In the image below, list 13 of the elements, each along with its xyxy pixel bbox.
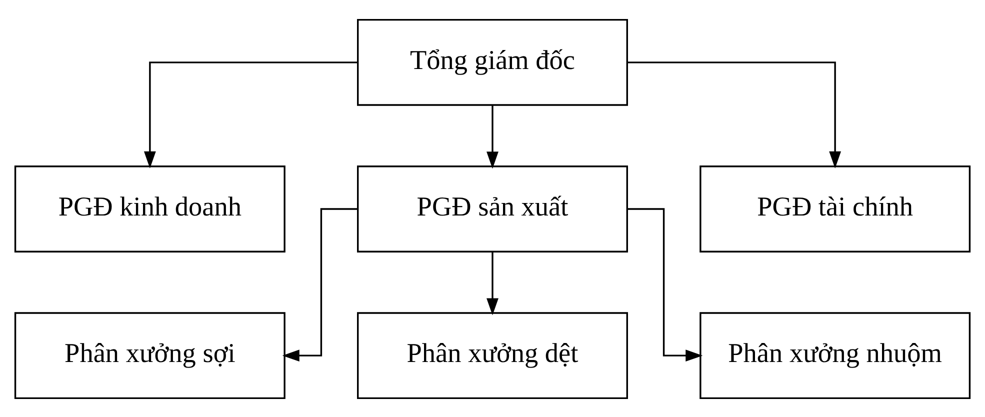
node-box: PGĐ sản xuất bbox=[357, 165, 628, 252]
arrow bbox=[627, 208, 703, 362]
arrow bbox=[627, 61, 842, 168]
node-box: Tổng giám đốc bbox=[357, 18, 628, 106]
node-box: PGĐ kinh doanh bbox=[14, 165, 286, 252]
node-box: Phân xưởng dệt bbox=[357, 312, 628, 399]
node-box: PGĐ tài chính bbox=[700, 165, 971, 252]
node-box: Phân xưởng sợi bbox=[14, 312, 286, 399]
arrow bbox=[486, 252, 498, 315]
node-box: Phân xưởng nhuộm bbox=[700, 312, 971, 399]
arrow bbox=[486, 105, 498, 168]
arrow bbox=[144, 61, 358, 168]
arrow bbox=[282, 208, 358, 362]
